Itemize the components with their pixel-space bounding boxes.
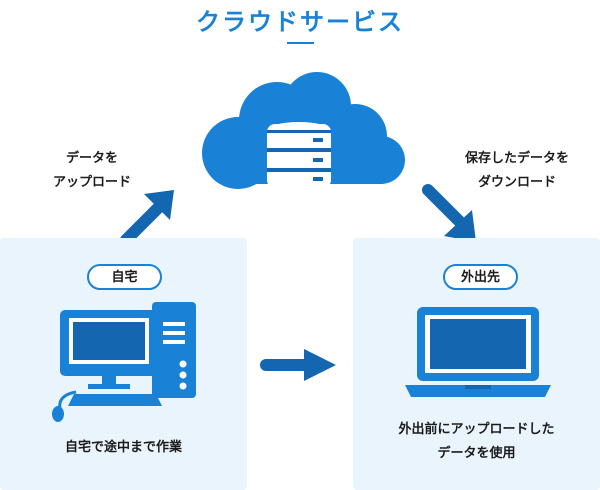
upload-note: データを アップロード: [22, 147, 162, 195]
home-caption: 自宅で途中まで作業: [64, 440, 182, 455]
database-icon: [267, 122, 331, 188]
desktop-computer-icon: [52, 302, 196, 422]
away-caption-line-2: データを使用: [437, 446, 516, 461]
mouse-icon: [52, 406, 64, 422]
arrow-downright-icon: [422, 184, 476, 242]
upload-note-line-2: アップロード: [52, 175, 131, 190]
download-note-line-1: 保存したデータを: [464, 151, 569, 166]
away-caption-line-1: 外出前にアップロードした: [398, 422, 555, 437]
pc-tower-icon: [152, 302, 196, 398]
arrow-upright-icon: [120, 190, 174, 246]
desktop-monitor-icon: [60, 310, 158, 389]
home-badge: 自宅: [87, 264, 162, 290]
away-badge: 外出先: [443, 264, 518, 290]
laptop-icon: [405, 307, 551, 397]
title-underline: [287, 42, 314, 44]
cloud-icon: [202, 72, 405, 189]
download-note-line-2: ダウンロード: [477, 175, 556, 190]
upload-note-line-1: データを: [65, 151, 118, 166]
arrow-right-icon: [260, 349, 336, 381]
download-note: 保存したデータを ダウンロード: [432, 147, 600, 195]
keyboard-icon: [68, 394, 162, 406]
page-title: クラウドサービス: [196, 8, 404, 36]
away-caption: 外出前にアップロードした データを使用: [353, 418, 600, 466]
